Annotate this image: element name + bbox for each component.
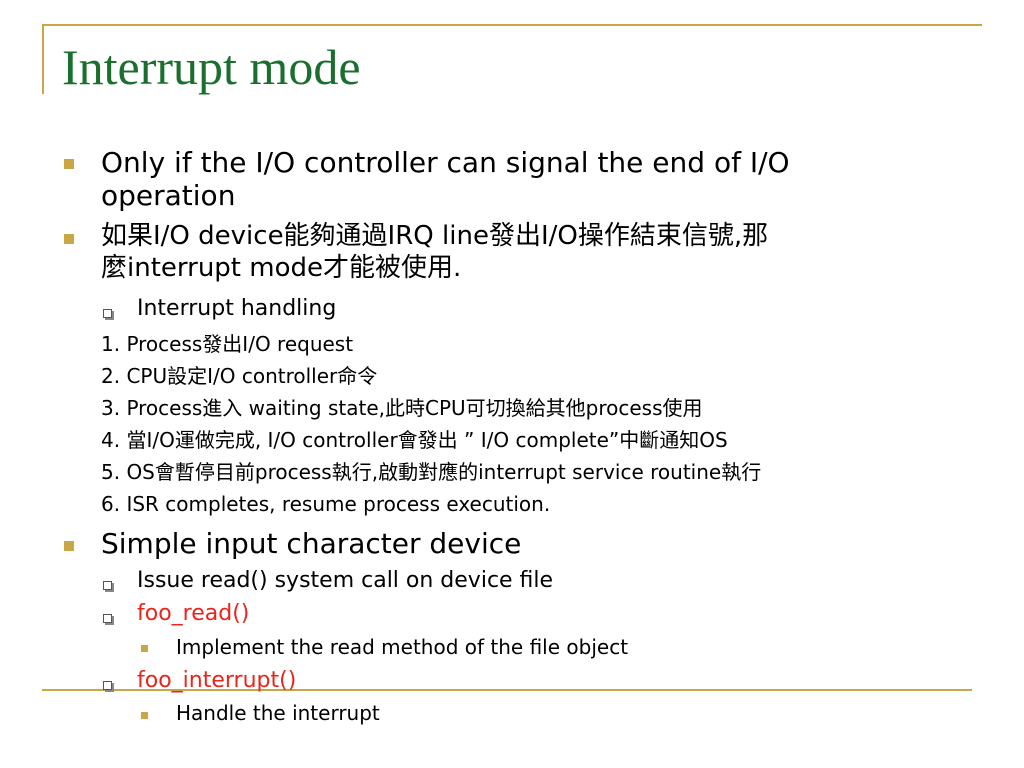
hollow-square-icon: [103, 581, 112, 590]
slide-frame-left-line: [42, 24, 44, 94]
bullet-text: Only if the I/O controller can signal th…: [101, 146, 790, 179]
code-function-text: foo_interrupt(): [137, 668, 297, 693]
sub-bullet-text: Interrupt handling: [137, 296, 337, 321]
numbered-step: 4. 當I/O運做完成, I/O controller會發出 ” I/O com…: [101, 428, 728, 452]
bullet-text: 如果I/O device能夠通過IRQ line發出I/O操作結束信號,那: [101, 221, 769, 251]
numbered-step: 6. ISR completes, resume process executi…: [101, 492, 551, 516]
numbered-step: 1. Process發出I/O request: [101, 332, 354, 356]
filled-square-icon: [141, 712, 148, 719]
sub-sub-bullet-text: Handle the interrupt: [176, 701, 380, 725]
bullet-text: operation: [101, 179, 236, 212]
filled-square-icon: [64, 234, 74, 244]
hollow-square-icon: [103, 309, 112, 318]
hollow-square-icon: [103, 614, 112, 623]
filled-square-icon: [141, 645, 148, 652]
filled-square-icon: [64, 541, 74, 551]
slide-frame-bottom-line: [42, 689, 972, 691]
code-function-text: foo_read(): [137, 601, 250, 626]
slide-frame-top-line: [42, 24, 982, 26]
numbered-step: 3. Process進入 waiting state,此時CPU可切換給其他pr…: [101, 396, 703, 420]
hollow-square-icon: [103, 681, 112, 690]
numbered-step: 5. OS會暫停目前process執行,啟動對應的interrupt servi…: [101, 460, 762, 484]
sub-bullet-text: Issue read() system call on device file: [137, 568, 554, 593]
numbered-step: 2. CPU設定I/O controller命令: [101, 364, 378, 388]
bullet-text: Simple input character device: [101, 527, 522, 560]
bullet-text: 麼interrupt mode才能被使用.: [101, 253, 462, 283]
sub-sub-bullet-text: Implement the read method of the file ob…: [176, 635, 629, 659]
filled-square-icon: [64, 159, 74, 169]
slide-title: Interrupt mode: [62, 39, 361, 95]
